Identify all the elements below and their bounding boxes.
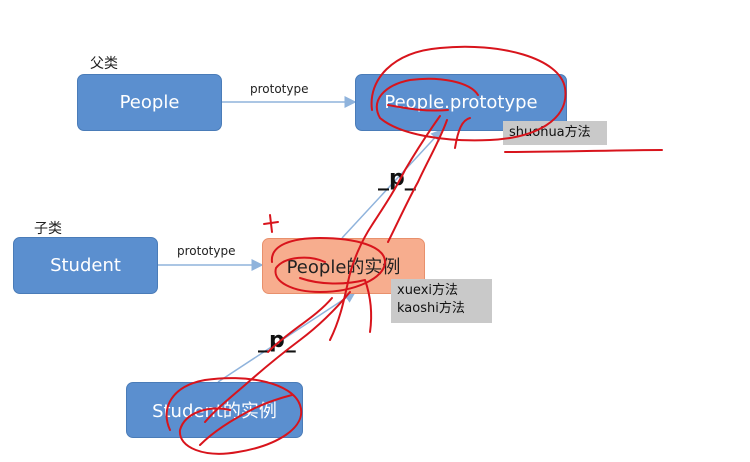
- squiggle-people-instance: [299, 277, 373, 333]
- shuohua-method-text: shuohua方法: [509, 125, 591, 140]
- chain-line-upper: [329, 115, 441, 341]
- kaoshi-method-text: kaoshi方法: [397, 301, 465, 316]
- student-box: Student: [13, 237, 158, 294]
- prototype-label-top: prototype: [250, 82, 309, 96]
- circle-people-prototype: [370, 45, 567, 142]
- hook-near-shuohua: [454, 117, 471, 149]
- plus-mark: [263, 214, 279, 233]
- circle-people-instance: [270, 237, 386, 293]
- underline-shuohua: [504, 149, 663, 153]
- student-instance-box: Student的实例: [126, 382, 303, 438]
- proto-link-arrow-upper: [341, 128, 444, 239]
- prototype-label-bottom: prototype: [177, 244, 236, 258]
- chain-line-lower-2: [267, 297, 333, 353]
- scribble-student-instance: [199, 394, 293, 446]
- parent-class-label: 父类: [90, 56, 118, 72]
- chain-line-upper-2: [387, 119, 448, 243]
- circle-student-instance: [165, 377, 303, 455]
- child-class-label: 子类: [34, 221, 62, 237]
- chain-line-lower: [204, 291, 351, 423]
- people-box: People: [77, 74, 222, 131]
- squiggle-under-prototype: [387, 104, 449, 112]
- xuexi-method-text: xuexi方法: [397, 283, 459, 298]
- shuohua-method-note: shuohua方法: [503, 121, 607, 145]
- instance-methods-note: xuexi方法 kaoshi方法: [391, 279, 492, 323]
